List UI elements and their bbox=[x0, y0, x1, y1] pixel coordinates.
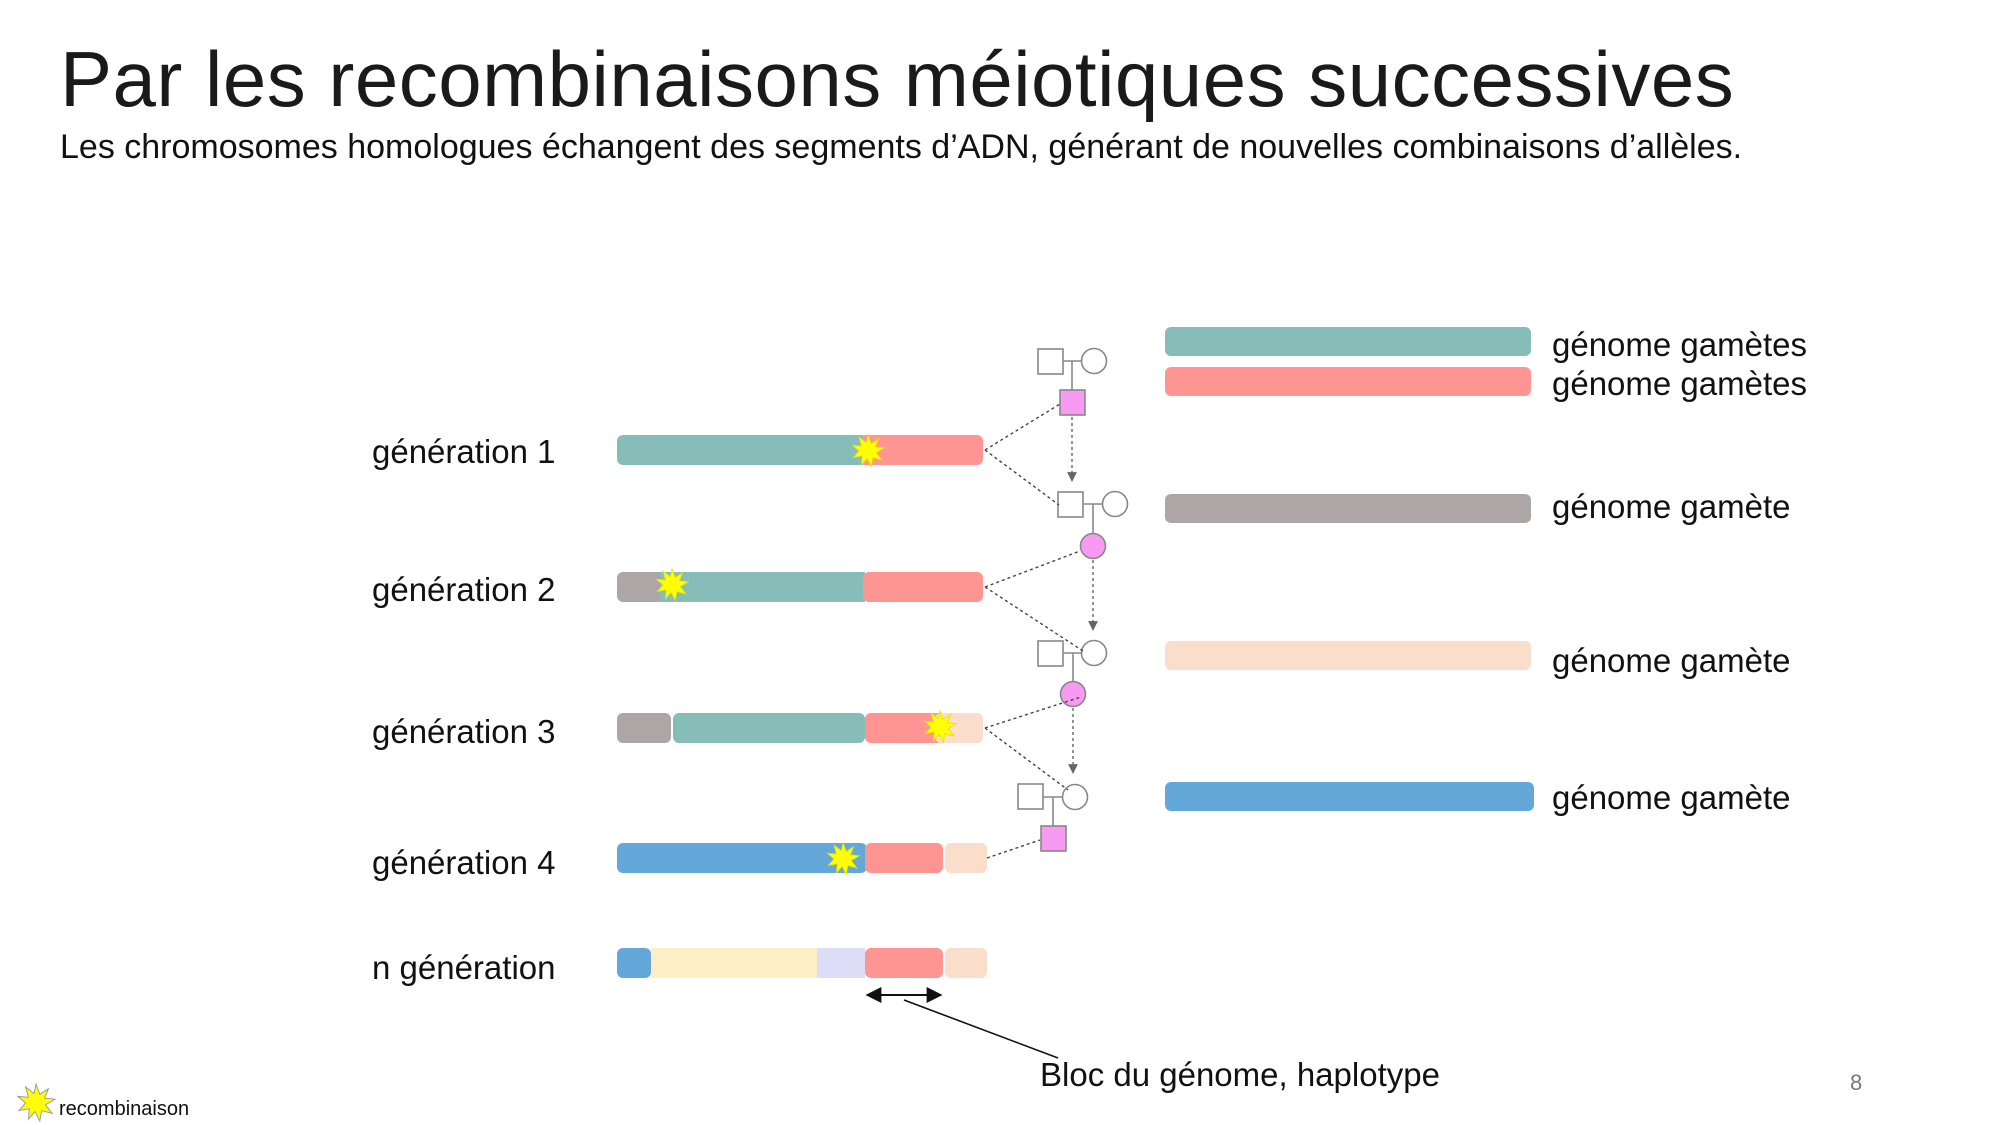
female-circle-icon bbox=[1079, 532, 1107, 560]
recombination-star-icon bbox=[17, 1083, 56, 1122]
slide-subtitle: Les chromosomes homologues échangent des… bbox=[60, 128, 1743, 166]
generation-label-4: génération 4 bbox=[372, 844, 556, 881]
gamete-label-teal: génome gamètes bbox=[1552, 326, 1807, 363]
haplotype-pointer-line bbox=[903, 999, 1059, 1059]
gamete-bar-peach bbox=[1165, 641, 1531, 670]
gamete-bar-gray bbox=[1165, 494, 1531, 523]
pedigree-family-3 bbox=[1037, 639, 1108, 708]
chromosome-generation-3 bbox=[617, 713, 983, 743]
gamete-label-peach: génome gamète bbox=[1552, 642, 1791, 679]
gamete-label-salmon: génome gamètes bbox=[1552, 365, 1807, 402]
male-square-icon bbox=[1037, 640, 1064, 667]
legend-recombination-label: recombinaison bbox=[59, 1098, 190, 1120]
gamete-label-blue: génome gamète bbox=[1552, 779, 1791, 816]
slide-title: Par les recombinaisons méiotiques succes… bbox=[60, 35, 1735, 123]
chromosome-generation-1 bbox=[617, 435, 983, 465]
female-circle-icon bbox=[1080, 639, 1108, 667]
gamete-bar-blue bbox=[1165, 782, 1534, 811]
pedigree-family-4 bbox=[1017, 783, 1089, 852]
generation-label-1: génération 1 bbox=[372, 433, 556, 470]
generation-label-2: génération 2 bbox=[372, 571, 556, 608]
gamete-label-gray: génome gamète bbox=[1552, 488, 1791, 525]
male-square-icon bbox=[1040, 825, 1067, 852]
pedigree-connectors bbox=[984, 403, 1084, 859]
generation-label-n: n génération bbox=[372, 949, 556, 986]
haplotype-block-label: Bloc du génome, haplotype bbox=[1040, 1056, 1440, 1093]
pedigree-family-2 bbox=[1057, 490, 1129, 560]
male-square-icon bbox=[1017, 783, 1044, 810]
male-square-icon bbox=[1059, 389, 1086, 416]
chromosome-generation-2 bbox=[617, 572, 983, 602]
female-circle-icon bbox=[1061, 783, 1089, 811]
gamete-bar-salmon bbox=[1165, 367, 1531, 396]
chromosome-generation-4 bbox=[617, 843, 987, 873]
page-number: 8 bbox=[1850, 1070, 1863, 1095]
female-circle-icon bbox=[1059, 680, 1087, 708]
generation-label-3: génération 3 bbox=[372, 713, 556, 750]
male-square-icon bbox=[1037, 348, 1064, 375]
gamete-bar-teal bbox=[1165, 327, 1531, 356]
female-circle-icon bbox=[1101, 490, 1129, 518]
female-circle-icon bbox=[1080, 347, 1108, 375]
pedigree-family-1 bbox=[1037, 347, 1108, 416]
male-square-icon bbox=[1057, 491, 1084, 518]
chromosome-generation-n bbox=[617, 948, 987, 978]
